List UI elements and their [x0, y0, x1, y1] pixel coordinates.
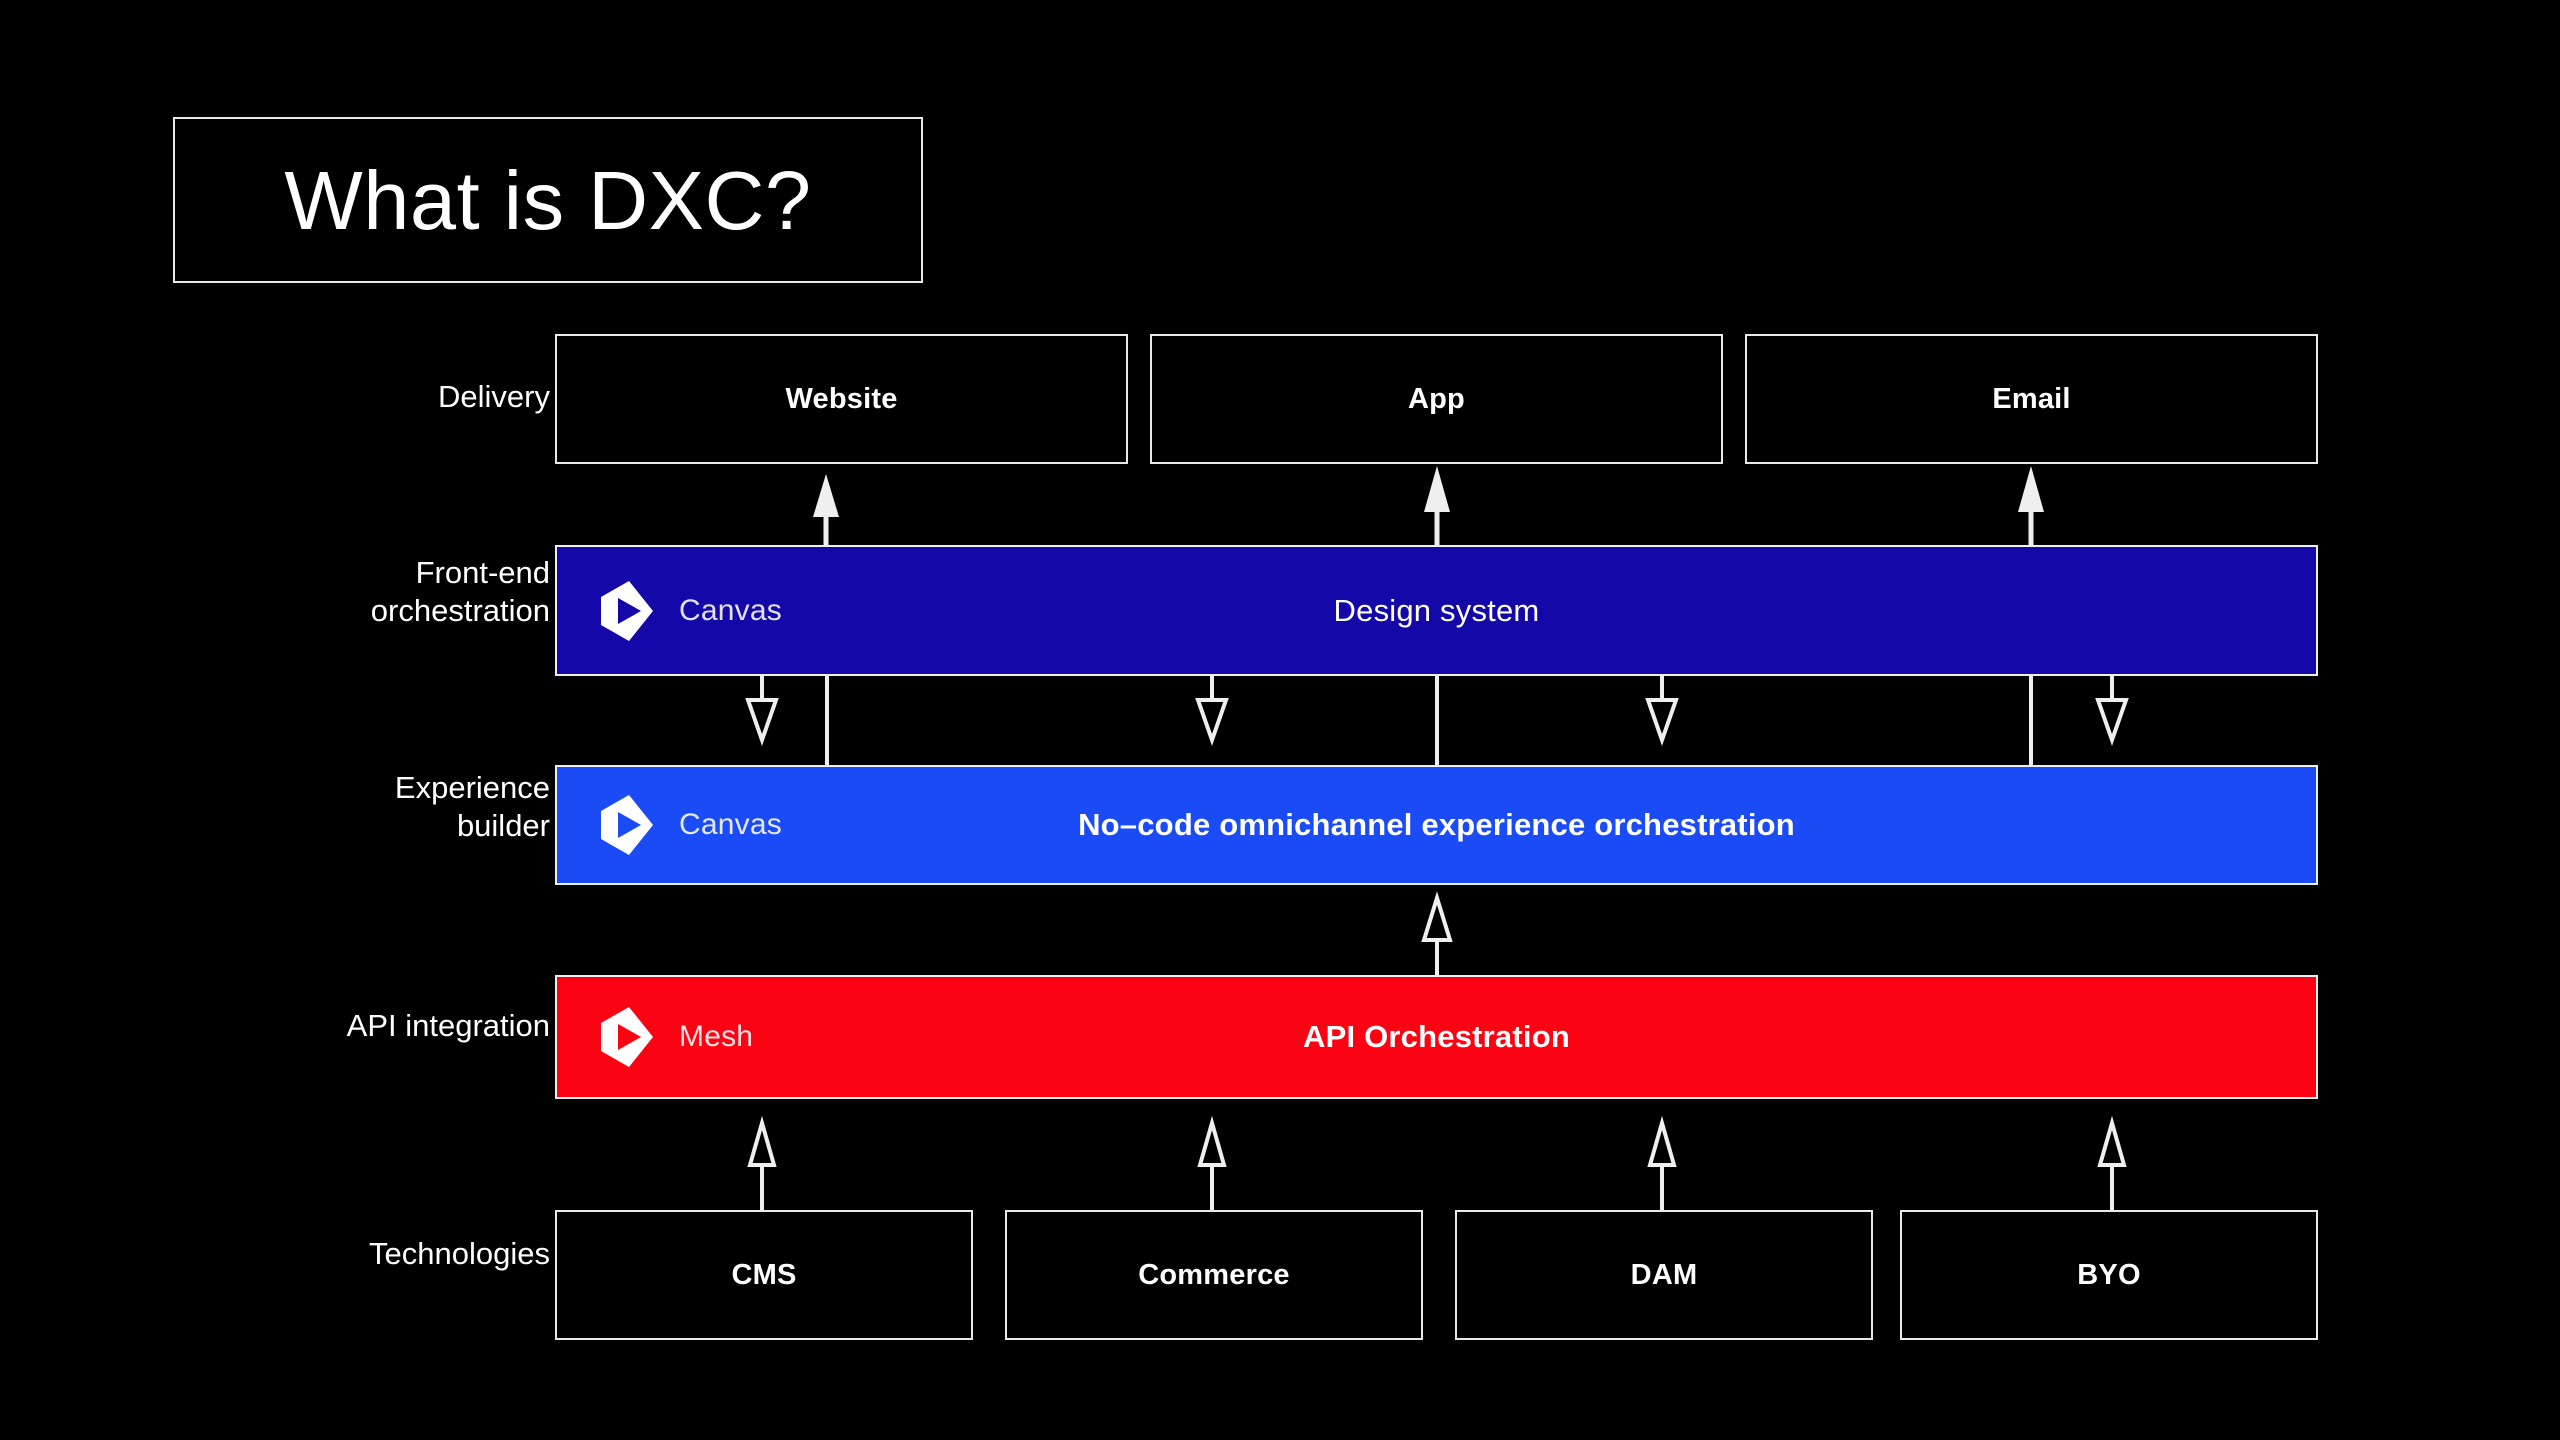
delivery-box-email-label: Email	[1992, 382, 2071, 415]
row-label-technologies: Technologies	[369, 1236, 550, 1271]
canvas-play-hexagon-icon	[601, 580, 653, 641]
technologies-box-byo-label: BYO	[2077, 1258, 2141, 1291]
front-end-orchestration-bar[interactable]: Canvas Design system	[555, 545, 2318, 676]
technologies-box-byo[interactable]: BYO	[1900, 1210, 2318, 1340]
delivery-box-app[interactable]: App	[1150, 334, 1723, 464]
api-center-label: API Orchestration	[1303, 1019, 1570, 1054]
mesh-play-hexagon-icon	[601, 1007, 653, 1067]
front-end-brand-name: Canvas	[679, 593, 782, 627]
front-end-brand: Canvas	[595, 579, 782, 643]
technologies-box-commerce[interactable]: Commerce	[1005, 1210, 1423, 1340]
technologies-box-dam[interactable]: DAM	[1455, 1210, 1873, 1340]
row-label-delivery: Delivery	[438, 379, 550, 414]
canvas-play-hexagon-icon	[601, 795, 653, 855]
delivery-box-app-label: App	[1408, 382, 1465, 415]
technologies-box-cms-label: CMS	[731, 1258, 797, 1291]
technologies-box-dam-label: DAM	[1630, 1258, 1698, 1291]
row-label-api-integration: API integration	[346, 1008, 550, 1043]
experience-builder-bar[interactable]: Canvas No–code omnichannel experience or…	[555, 765, 2318, 885]
api-brand: Mesh	[595, 1005, 753, 1069]
delivery-box-website-label: Website	[785, 382, 898, 415]
technologies-box-cms[interactable]: CMS	[555, 1210, 973, 1340]
page-title: What is DXC?	[284, 153, 812, 247]
api-integration-bar[interactable]: Mesh API Orchestration	[555, 975, 2318, 1099]
experience-center-label: No–code omnichannel experience orchestra…	[1078, 807, 1795, 842]
front-end-center-label: Design system	[1333, 592, 1540, 628]
row-label-experience-builder: Experience builder	[394, 770, 550, 843]
page-title-box: What is DXC?	[173, 117, 923, 283]
row-label-front-end-orchestration: Front-end orchestration	[370, 555, 550, 628]
technologies-box-commerce-label: Commerce	[1138, 1258, 1290, 1291]
api-brand-name: Mesh	[679, 1020, 754, 1053]
delivery-box-email[interactable]: Email	[1745, 334, 2318, 464]
delivery-box-website[interactable]: Website	[555, 334, 1128, 464]
experience-brand: Canvas	[595, 793, 782, 857]
experience-brand-name: Canvas	[679, 808, 782, 841]
